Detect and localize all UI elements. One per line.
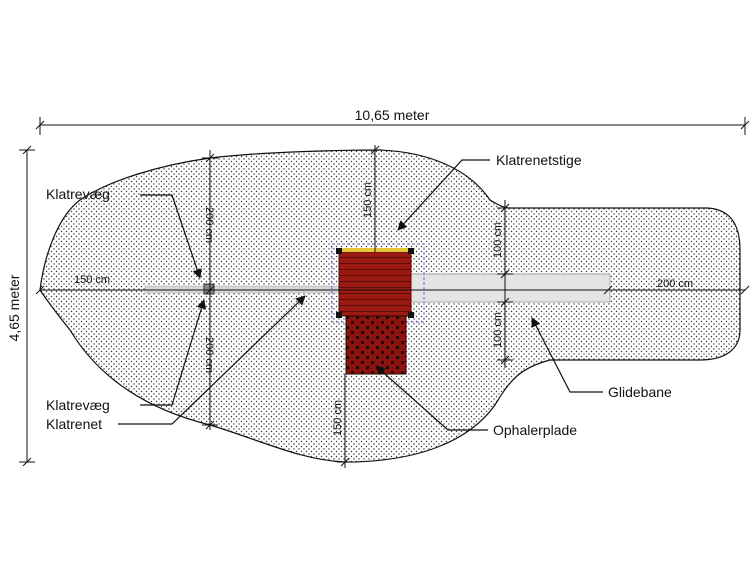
label-klatrevaeg-top: Klatrevæg bbox=[46, 186, 110, 202]
dim-vertical-center-top bbox=[367, 145, 383, 252]
dim-vertical-right bbox=[497, 200, 513, 368]
dim-total-width bbox=[35, 117, 750, 135]
leader-glidebane bbox=[531, 317, 603, 393]
tower-post bbox=[336, 312, 342, 318]
dim-left-150-label: 150 cm bbox=[74, 274, 110, 286]
dim-top-150-label: 150 cm bbox=[362, 182, 374, 218]
dim-top-200-label: 200 cm bbox=[203, 207, 215, 243]
tower-post bbox=[408, 248, 414, 254]
tower-post bbox=[336, 248, 342, 254]
label-ophalerplade: Ophalerplade bbox=[493, 422, 577, 438]
leader-klatrevaeg-bottom bbox=[140, 299, 207, 406]
dim-total-height bbox=[19, 145, 35, 467]
dim-right-top-100-label: 100 cm bbox=[492, 222, 504, 258]
label-klatrevaeg-bottom: Klatrevæg bbox=[46, 397, 110, 413]
tower-deck bbox=[338, 251, 412, 317]
dim-bottom-150-label: 150 cm bbox=[332, 400, 344, 436]
leader-klatrenet bbox=[118, 295, 306, 425]
leader-ophalerplade bbox=[375, 365, 488, 431]
leader-klatrevaeg-top bbox=[140, 194, 202, 279]
dim-bottom-200-label: 200 cm bbox=[203, 337, 215, 373]
label-klatrenetstige: Klatrenetstige bbox=[496, 152, 582, 168]
leader-klatrenetstige bbox=[397, 159, 490, 231]
klatrevaeg-marker bbox=[203, 283, 215, 295]
glidebane-slide bbox=[409, 273, 611, 303]
dim-total-width-label: 10,65 meter bbox=[355, 107, 430, 123]
label-klatrenet: Klatrenet bbox=[46, 416, 102, 432]
klatrenetstige-ladder bbox=[345, 315, 407, 375]
dim-right-bottom-100-label: 100 cm bbox=[492, 312, 504, 348]
dim-vertical-left bbox=[202, 150, 218, 430]
dim-right-200-label: 200 cm bbox=[657, 278, 693, 290]
tower-post bbox=[408, 312, 414, 318]
dim-vertical-center-bottom bbox=[337, 374, 353, 468]
dim-total-height-label: 4,65 meter bbox=[6, 274, 22, 341]
label-glidebane: Glidebane bbox=[608, 384, 672, 400]
